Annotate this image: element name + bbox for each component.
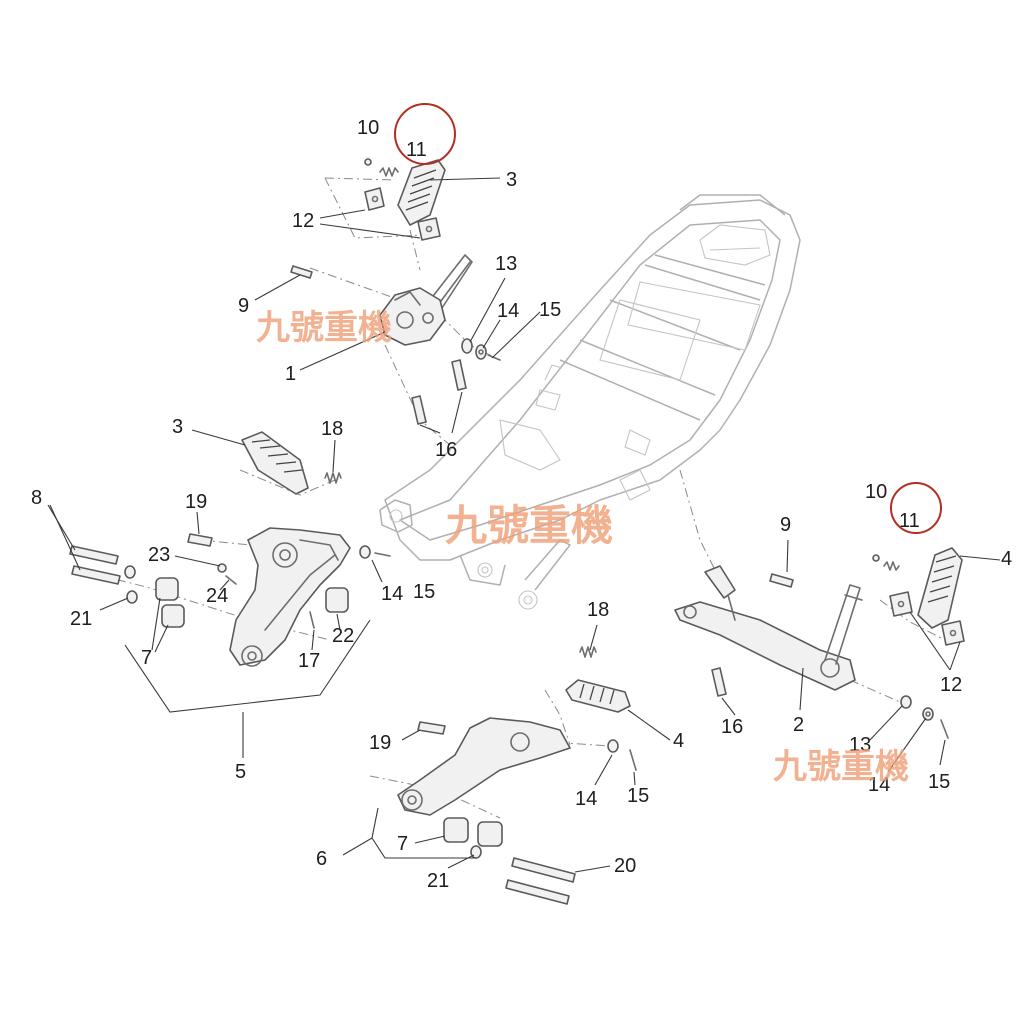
callout-21-bottom: 21 <box>427 870 450 892</box>
callout-13-top: 13 <box>495 253 518 275</box>
callout-15-top: 15 <box>539 299 562 321</box>
callout-19-bottom: 19 <box>369 732 392 754</box>
callout-20-bottom: 20 <box>614 855 637 877</box>
highlight-circle-right <box>890 482 942 534</box>
callout-10-right: 10 <box>865 481 888 503</box>
callout-17-left: 17 <box>298 650 321 672</box>
callout-16-right: 16 <box>721 716 744 738</box>
callout-21-left: 21 <box>70 608 93 630</box>
callout-3-left: 3 <box>172 416 184 438</box>
callout-18-left: 18 <box>321 418 344 440</box>
callout-15-left: 15 <box>413 581 436 603</box>
right-footpeg-assembly <box>674 469 965 739</box>
callout-18-bottom: 18 <box>587 599 610 621</box>
callout-22-left: 22 <box>332 625 355 647</box>
callout-15-bottom: 15 <box>627 785 650 807</box>
watermark-right: 九號重機 <box>773 747 909 787</box>
top-footpeg-assembly <box>290 158 501 446</box>
highlight-circle-top <box>394 103 456 165</box>
callout-2-right: 2 <box>793 714 805 736</box>
callout-14-left: 14 <box>381 583 404 605</box>
callout-10-top: 10 <box>357 117 380 139</box>
callout-13-right: 13 <box>849 734 872 756</box>
callout-23-left: 23 <box>148 544 171 566</box>
callout-14-right: 14 <box>868 774 891 796</box>
callout-9-right: 9 <box>780 514 792 536</box>
callout-24-left: 24 <box>206 585 229 607</box>
callout-16-top: 16 <box>435 439 458 461</box>
callout-19-left: 19 <box>185 491 208 513</box>
bottom-bracket-assembly <box>369 646 637 905</box>
callout-12-top: 12 <box>292 210 315 232</box>
watermark-center: 九號重機 <box>445 501 614 550</box>
callout-5-left: 5 <box>235 761 247 783</box>
callout-14-top: 14 <box>497 300 520 322</box>
rear-subframe <box>379 194 801 610</box>
callout-1-top: 1 <box>285 363 297 385</box>
callout-7-left: 7 <box>141 647 153 669</box>
callout-4-right: 4 <box>1001 548 1013 570</box>
watermark-top: 九號重機 <box>256 308 392 348</box>
callout-12-right: 12 <box>940 674 963 696</box>
left-bracket-assembly <box>69 431 391 667</box>
callout-8-left: 8 <box>31 487 43 509</box>
callout-14-bottom: 14 <box>575 788 598 810</box>
callout-7-bottom: 7 <box>397 833 409 855</box>
callout-4-bottom: 4 <box>673 730 685 752</box>
callout-9-top: 9 <box>238 295 250 317</box>
callout-6-bottom: 6 <box>316 848 328 870</box>
callout-3-top: 3 <box>506 169 518 191</box>
leader-lines <box>47 177 1001 873</box>
callout-15-right: 15 <box>928 771 951 793</box>
